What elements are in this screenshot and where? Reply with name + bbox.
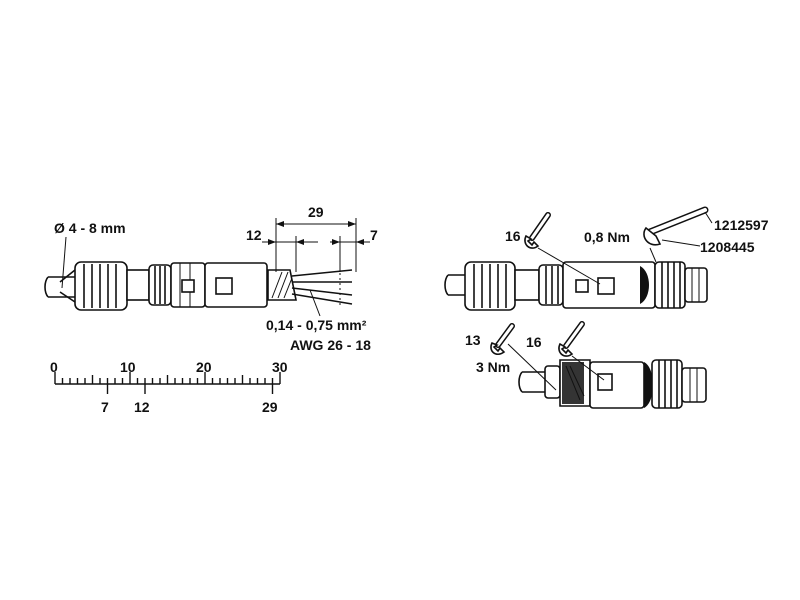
dim-strip-total-label: 29 bbox=[308, 204, 324, 220]
wrench-icon bbox=[490, 323, 557, 391]
wrench-icon bbox=[558, 321, 605, 381]
strip-ruler: 0 10 20 30 7 12 29 bbox=[50, 359, 288, 415]
wrench-size-b-label: 13 bbox=[465, 332, 481, 348]
wrench-size-a-label: 16 bbox=[505, 228, 521, 244]
ruler-bottom-label: 7 bbox=[101, 399, 109, 415]
dim-jacket-label: 12 bbox=[246, 227, 262, 243]
ruler-bottom-label: 12 bbox=[134, 399, 150, 415]
torque-large-label: 3 Nm bbox=[476, 359, 510, 375]
connector-right-top bbox=[444, 261, 708, 311]
dimension-lines bbox=[61, 218, 370, 317]
tool-2-label: 1208445 bbox=[700, 239, 755, 255]
wire-awg-label: AWG 26 - 18 bbox=[290, 337, 371, 353]
dim-conductor-label: 7 bbox=[370, 227, 378, 243]
wrench-icon bbox=[524, 212, 601, 285]
cable-nut-knurl bbox=[83, 264, 117, 308]
connector-right-bottom bbox=[518, 359, 707, 409]
ruler-top-label: 10 bbox=[120, 359, 136, 375]
connector-left bbox=[44, 261, 353, 311]
tool-icon bbox=[643, 206, 713, 263]
ruler-top-label: 0 bbox=[50, 359, 58, 375]
ruler-top-label: 20 bbox=[196, 359, 212, 375]
tool-1-label: 1212597 bbox=[714, 217, 769, 233]
wrench-size-c-label: 16 bbox=[526, 334, 542, 350]
torque-small-label: 0,8 Nm bbox=[584, 229, 630, 245]
cable-diameter-label: Ø 4 - 8 mm bbox=[54, 220, 126, 236]
wire-cross-section-label: 0,14 - 0,75 mm² bbox=[266, 317, 367, 333]
ruler-bottom-label: 29 bbox=[262, 399, 278, 415]
ruler-top-label: 30 bbox=[272, 359, 288, 375]
